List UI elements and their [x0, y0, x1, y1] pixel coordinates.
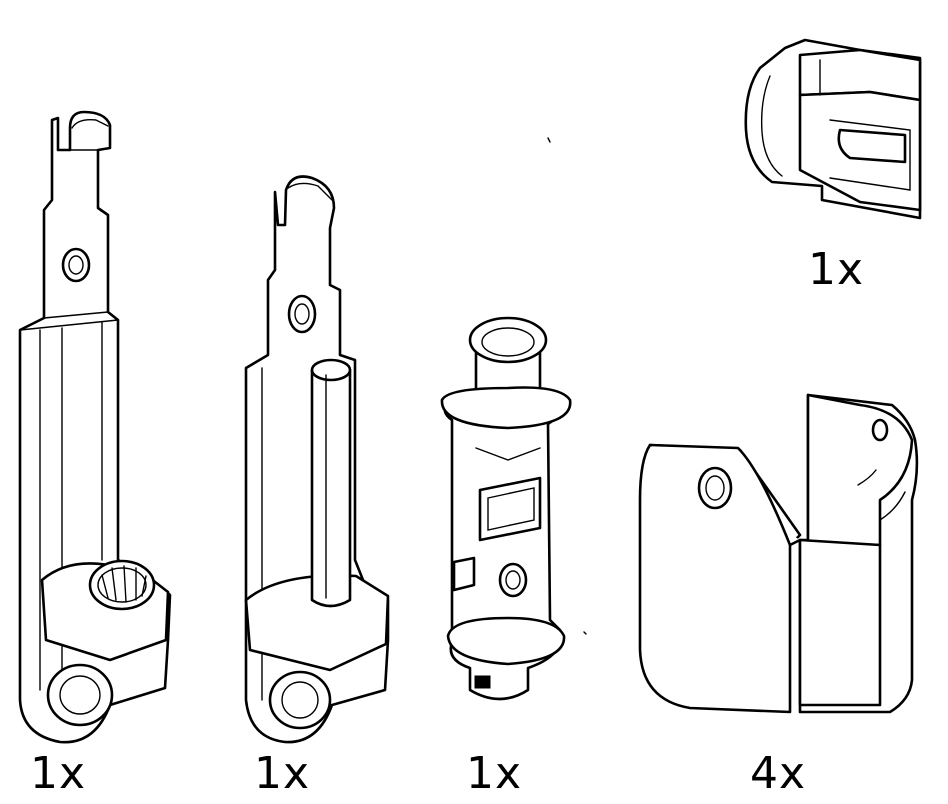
- quantity-label-hook-bracket-pin: 1x: [254, 748, 311, 799]
- quantity-label-curved-end-cap: 4x: [750, 748, 807, 799]
- part-cylindrical-connector: [440, 316, 572, 701]
- quantity-label-slotted-clip: 1x: [808, 244, 865, 295]
- part-hook-bracket-ring: [18, 110, 172, 744]
- quantity-label-cylindrical-connector: 1x: [466, 748, 523, 799]
- quantity-label-hook-bracket-ring: 1x: [30, 748, 87, 799]
- part-slotted-clip: [744, 38, 922, 220]
- part-hook-bracket-pin: [244, 175, 390, 744]
- part-curved-end-cap: [638, 393, 919, 714]
